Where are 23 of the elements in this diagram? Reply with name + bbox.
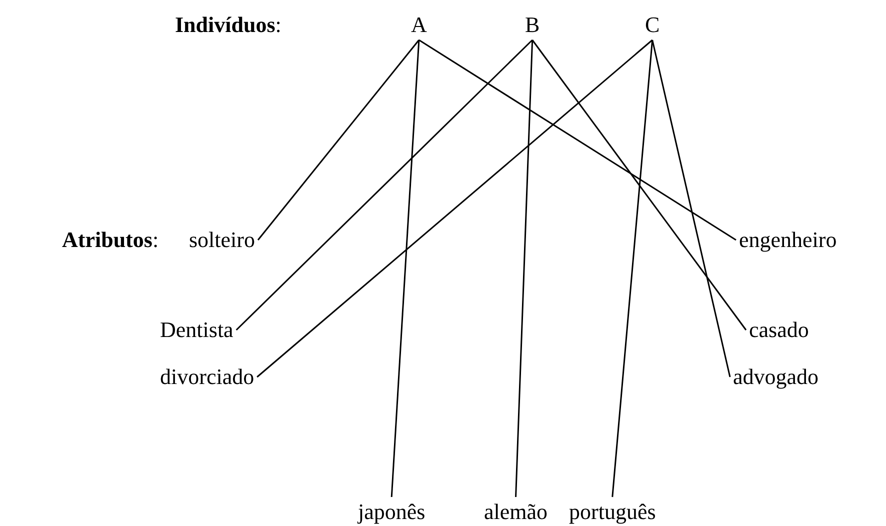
connector-line (612, 40, 654, 498)
node-label: português (566, 497, 659, 526)
node-label: advogado (730, 362, 822, 392)
node-label: A (408, 10, 430, 40)
connector-line (418, 39, 736, 241)
node-label: C (642, 10, 663, 40)
connector-line (515, 40, 534, 498)
connector-line (236, 39, 533, 331)
connector-line (532, 40, 747, 330)
node-label: japonês (355, 497, 428, 526)
node-label: casado (746, 315, 812, 345)
node-label: B (522, 10, 543, 40)
node-label: engenheiro (736, 225, 840, 255)
connector-line (257, 40, 420, 240)
node-label: Dentista (157, 315, 236, 345)
row-heading: Atributos: (62, 226, 159, 254)
node-label: divorciado (157, 362, 258, 392)
connector-line (652, 40, 731, 378)
node-label: solteiro (186, 225, 258, 255)
connector-line (256, 39, 653, 378)
row-heading: Indivíduos: (175, 11, 282, 39)
node-label: alemão (481, 497, 551, 526)
connector-line (390, 40, 420, 498)
